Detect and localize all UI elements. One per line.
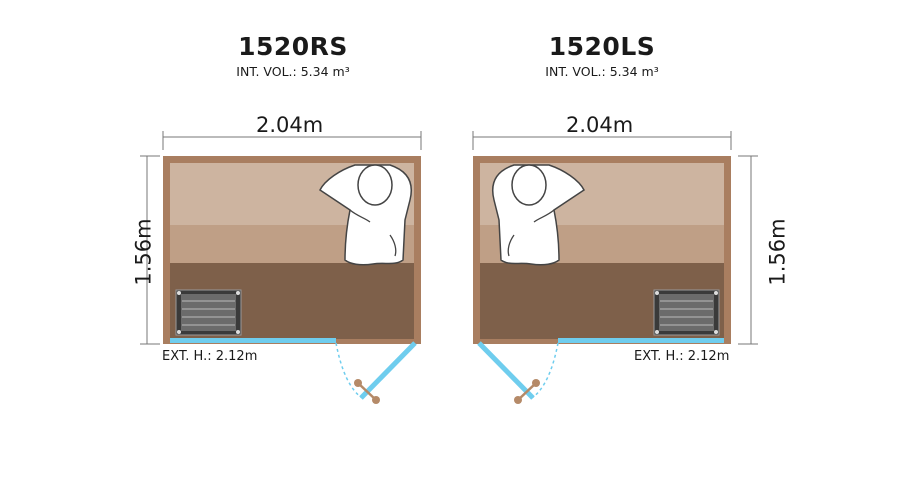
width-label: 2.04m [256,113,324,137]
heater-icon [175,289,242,336]
glass-wall [170,338,336,343]
glass-door[interactable] [477,341,535,400]
unit-1520ls-plan [472,131,758,404]
depth-label: 1.56m [131,218,156,286]
heater-icon [653,289,720,336]
door-handle-icon [354,379,362,387]
external-height-label: EXT. H.: 2.12m [634,349,730,364]
glass-wall [558,338,724,343]
depth-label: 1.56m [765,218,790,286]
width-label: 2.04m [566,113,634,137]
model-title: 1520LS [548,32,656,61]
internal-volume: INT. VOL.: 5.34 m³ [236,64,350,79]
glass-door[interactable] [359,341,417,400]
unit-1520rs-plan [140,131,422,404]
door-handle-icon [532,379,540,387]
model-title: 1520RS [238,32,348,61]
external-height-label: EXT. H.: 2.12m [162,349,258,364]
internal-volume: INT. VOL.: 5.34 m³ [545,64,659,79]
